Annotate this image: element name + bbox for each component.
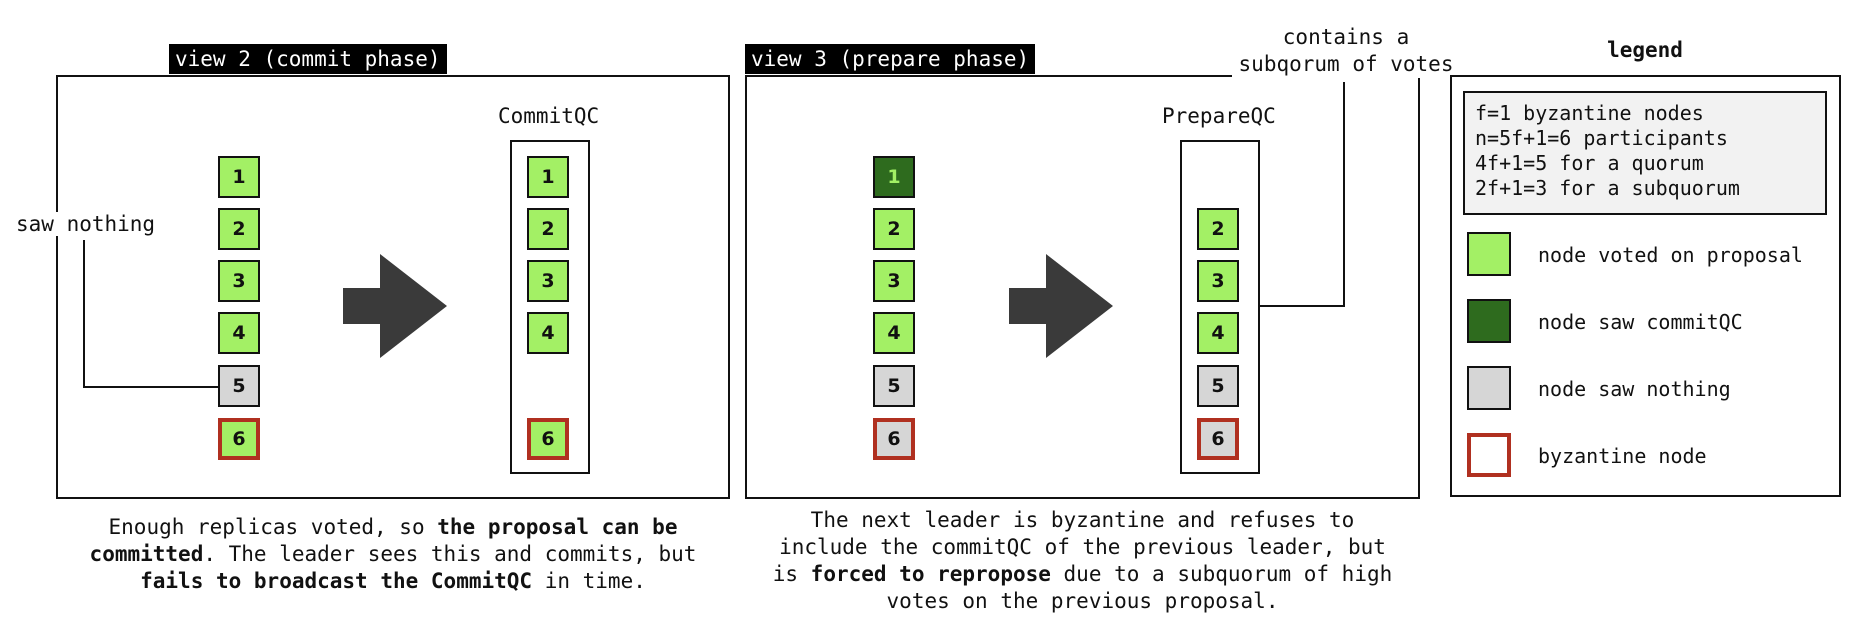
legend-info-line: 2f+1=3 for a subquorum xyxy=(1475,176,1740,200)
commitqc-box xyxy=(510,140,590,474)
prepareqc-node-4: 4 xyxy=(1197,312,1239,354)
legend-swatch-voted xyxy=(1467,232,1511,276)
view3-replica-node-2: 2 xyxy=(873,208,915,250)
view2-replica-node-5: 5 xyxy=(218,365,260,407)
saw-nothing-label: saw nothing xyxy=(14,212,158,236)
prepareqc-node-2: 2 xyxy=(1197,208,1239,250)
view3-replica-node-3: 3 xyxy=(873,260,915,302)
legend-label-commit: node saw commitQC xyxy=(1538,310,1743,334)
subquorum-note-line1: contains a xyxy=(1282,25,1410,49)
prepareqc-box xyxy=(1180,140,1260,474)
legend-info-line: f=1 byzantine nodes xyxy=(1475,101,1704,125)
commitqc-label: CommitQC xyxy=(498,104,600,128)
view2-replica-node-2: 2 xyxy=(218,208,260,250)
commitqc-node-3: 3 xyxy=(527,260,569,302)
prepareqc-node-3: 3 xyxy=(1197,260,1239,302)
saw-nothing-connector-horizontal xyxy=(83,386,220,388)
legend-label-byzantine: byzantine node xyxy=(1538,444,1707,468)
prepareqc-node-5: 5 xyxy=(1197,365,1239,407)
subquorum-note: contains a subqorum of votes xyxy=(1232,24,1460,78)
subquorum-note-line2: subqorum of votes xyxy=(1238,52,1454,76)
saw-nothing-connector-vertical xyxy=(83,240,85,388)
view2-replica-node-1: 1 xyxy=(218,156,260,198)
legend-swatch-nothing xyxy=(1467,366,1511,410)
commitqc-node-6: 6 xyxy=(527,418,569,460)
commitqc-node-2: 2 xyxy=(527,208,569,250)
subquorum-connector-vertical xyxy=(1343,82,1345,307)
legend-label-nothing: node saw nothing xyxy=(1538,377,1731,401)
view2-caption: Enough replicas voted, so the proposal c… xyxy=(89,515,697,593)
prepareqc-label: PrepareQC xyxy=(1162,104,1276,128)
view3-replica-node-4: 4 xyxy=(873,312,915,354)
view3-caption: The next leader is byzantine and refuses… xyxy=(772,508,1393,613)
view2-replica-node-3: 3 xyxy=(218,260,260,302)
commitqc-node-4: 4 xyxy=(527,312,569,354)
legend-info-line: n=5f+1=6 participants xyxy=(1475,126,1728,150)
commitqc-node-1: 1 xyxy=(527,156,569,198)
view3-replica-node-5: 5 xyxy=(873,365,915,407)
view3-replica-node-6: 6 xyxy=(873,418,915,460)
prepareqc-node-6: 6 xyxy=(1197,418,1239,460)
legend-label-voted: node voted on proposal xyxy=(1538,243,1803,267)
subquorum-connector-horizontal xyxy=(1260,305,1345,307)
legend-swatch-byzantine xyxy=(1467,433,1511,477)
legend-title: legend xyxy=(1607,38,1683,62)
view2-replica-node-6: 6 xyxy=(218,418,260,460)
view2-tag: view 2 (commit phase) xyxy=(169,44,447,74)
view3-tag: view 3 (prepare phase) xyxy=(745,44,1036,74)
view2-replica-node-4: 4 xyxy=(218,312,260,354)
legend-swatch-commit xyxy=(1467,299,1511,343)
view3-replica-node-1: 1 xyxy=(873,156,915,198)
legend-info-line: 4f+1=5 for a quorum xyxy=(1475,151,1704,175)
